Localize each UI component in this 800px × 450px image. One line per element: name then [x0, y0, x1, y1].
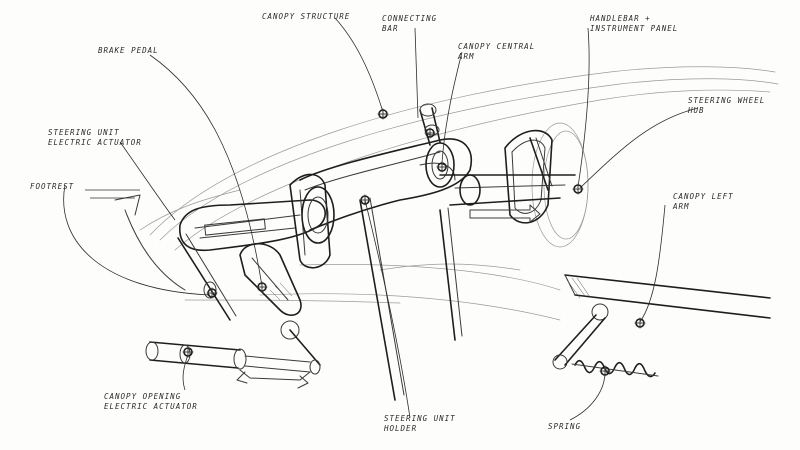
label-brake-pedal-line-1: BRAKE PEDAL — [98, 46, 159, 55]
canopy-central-arm-shape — [299, 138, 472, 231]
label-canopy-structure-line-1: CANOPY STRUCTURE — [262, 12, 351, 21]
pivot-marker-central-arm — [436, 161, 448, 173]
pivot-marker-connecting-bar — [424, 127, 436, 139]
label-spring-line-1: SPRING — [548, 422, 582, 431]
canopy-opening-actuator-shape — [145, 341, 321, 389]
label-steering-unit-actuator-line-1: STEERING UNIT — [48, 128, 120, 137]
label-steering-unit-holder-line-1: STEERING UNIT — [384, 414, 456, 423]
label-steering-wheel-hub: STEERING WHEEL HUB — [688, 96, 765, 116]
label-canopy-central-arm-line-1: CANOPY CENTRAL — [458, 42, 536, 51]
label-footrest-line-1: FOOTREST — [30, 182, 75, 191]
pivot-marker-left-arm — [634, 317, 646, 329]
steering-wheel-hub-shape — [531, 122, 589, 248]
pivot-marker-spring — [599, 365, 611, 377]
label-spring: SPRING — [548, 422, 581, 432]
pivot-marker-footrest — [206, 287, 218, 299]
canopy-shell-outline — [139, 66, 779, 321]
label-canopy-opening-actuator: CANOPY OPENING ELECTRIC ACTUATOR — [104, 392, 198, 412]
label-footrest: FOOTREST — [30, 182, 74, 192]
motion-arrow-shape — [469, 204, 541, 223]
label-steering-unit-holder: STEERING UNIT HOLDER — [384, 414, 456, 434]
pivot-marker-actuator — [182, 346, 194, 358]
label-canopy-left-arm-line-2: ARM — [673, 202, 690, 211]
steering-tube-shape — [439, 174, 576, 206]
label-canopy-opening-actuator-line-2: ELECTRIC ACTUATOR — [104, 402, 198, 411]
label-steering-unit-holder-line-2: HOLDER — [384, 424, 418, 433]
label-brake-pedal: BRAKE PEDAL — [98, 46, 159, 56]
label-canopy-left-arm-line-1: CANOPY LEFT — [673, 192, 734, 201]
label-connecting-bar-line-2: BAR — [382, 24, 399, 33]
label-canopy-left-arm: CANOPY LEFT ARM — [673, 192, 734, 212]
label-steering-wheel-hub-line-2: HUB — [688, 106, 705, 115]
footrest-shape — [114, 194, 237, 321]
label-canopy-central-arm-line-2: ARM — [458, 52, 475, 61]
label-canopy-structure: CANOPY STRUCTURE — [262, 12, 350, 22]
label-handlebar-panel: HANDLEBAR + INSTRUMENT PANEL — [590, 14, 678, 34]
pivot-marker-holder — [359, 194, 371, 206]
label-handlebar-panel-line-2: INSTRUMENT PANEL — [590, 24, 679, 33]
label-connecting-bar: CONNECTING BAR — [382, 14, 437, 34]
label-handlebar-panel-line-1: HANDLEBAR + — [590, 14, 651, 23]
label-steering-unit-actuator-line-2: ELECTRIC ACTUATOR — [48, 138, 142, 147]
handlebar-shape — [504, 129, 553, 224]
label-connecting-bar-line-1: CONNECTING — [382, 14, 438, 23]
label-steering-unit-actuator: STEERING UNIT ELECTRIC ACTUATOR — [48, 128, 142, 148]
spring-shape — [571, 359, 659, 378]
pivot-markers — [182, 108, 646, 377]
brake-pedal-shape — [239, 242, 321, 366]
canopy-left-arm-shape — [552, 274, 771, 370]
label-canopy-opening-actuator-line-1: CANOPY OPENING — [104, 392, 182, 401]
leader-lines — [63, 17, 699, 421]
steering-unit-holder-shape — [359, 197, 463, 401]
pivot-marker-hub — [572, 183, 584, 195]
label-canopy-central-arm: CANOPY CENTRAL ARM — [458, 42, 535, 62]
label-steering-wheel-hub-line-1: STEERING WHEEL — [688, 96, 766, 105]
pivot-marker-brake — [256, 281, 268, 293]
connecting-bar-shape — [419, 103, 441, 146]
steering-actuator-shape — [179, 173, 335, 269]
pivot-marker-canopy-structure — [377, 108, 389, 120]
